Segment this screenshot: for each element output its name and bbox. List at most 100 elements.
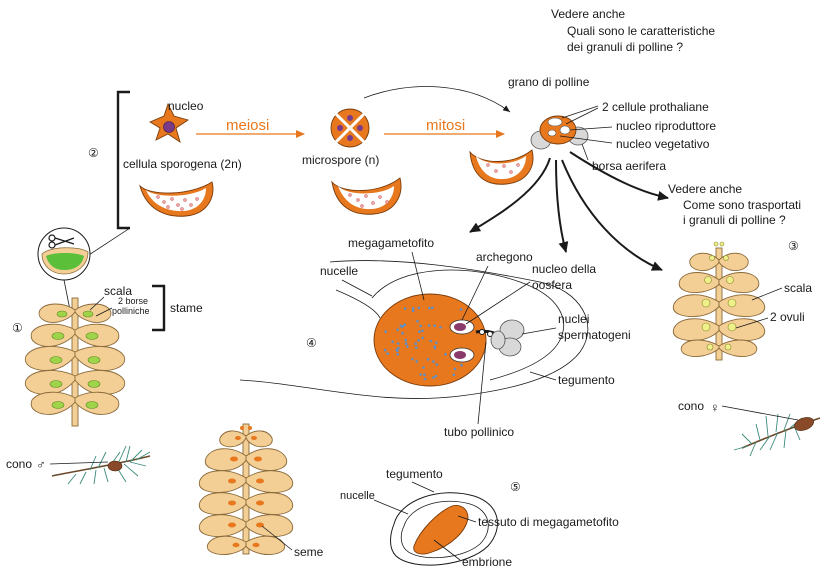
- cytoplasm-dot: [386, 352, 389, 356]
- cytoplasm-dot: [421, 329, 424, 333]
- label-tessuto: tessuto di megagametofito: [478, 515, 619, 529]
- label-megagametofito: megagametofito: [348, 236, 434, 250]
- cytoplasm-dot: [426, 358, 430, 361]
- label-nucelle-seed: nucelle: [340, 490, 375, 502]
- label-stame: stame: [170, 301, 203, 315]
- label-cellule-prothaliane: 2 cellule prothaliane: [602, 100, 709, 114]
- label-archegono: archegono: [476, 250, 533, 264]
- cytoplasm-dot: [396, 353, 399, 356]
- label-mitosi: mitosi: [426, 117, 465, 134]
- see-also-link-2b[interactable]: i granuli di polline ?: [683, 213, 786, 227]
- see-also-heading-2[interactable]: Vedere anche: [668, 182, 742, 196]
- cytoplasm-dot: [429, 339, 433, 343]
- cytoplasm-dot: [435, 363, 439, 366]
- cytoplasm-dot: [460, 363, 463, 367]
- cytoplasm-dot: [411, 357, 414, 361]
- cytoplasm-dot: [403, 307, 407, 310]
- male-cone-twig: [51, 445, 151, 485]
- arrow-to-nucleus: [555, 159, 569, 253]
- ovule-section: [239, 260, 589, 399]
- cytoplasm-dot: [433, 324, 437, 328]
- cytoplasm-dot: [396, 342, 400, 345]
- cytoplasm-dot: [401, 332, 404, 335]
- cytoplasm-dot: [431, 306, 434, 310]
- label-tubo-pollinico: tubo pollinico: [444, 425, 514, 439]
- pollen-sac-3: [469, 149, 534, 185]
- label-nuclei-1: nuclei: [558, 312, 589, 326]
- cytoplasm-dot: [423, 373, 426, 377]
- cytoplasm-dot: [396, 349, 399, 353]
- cytoplasm-dot: [399, 324, 403, 328]
- label-nucleo-oosfera-1: nucleo della: [532, 262, 596, 276]
- cytoplasm-dot: [444, 353, 447, 356]
- cytoplasm-dot: [404, 342, 408, 345]
- cytoplasm-dot: [414, 342, 418, 346]
- pollen-sac-2: [331, 177, 402, 215]
- sporogenous-cell: [149, 102, 190, 144]
- label-nucelle: nucelle: [320, 264, 358, 278]
- cytoplasm-dot: [459, 308, 463, 311]
- label-cono-femminile: cono: [678, 399, 704, 413]
- label-scala-f: scala: [784, 281, 812, 295]
- male-cone-section: [24, 297, 126, 427]
- step-2-label: ②: [88, 146, 99, 160]
- cytoplasm-dot: [415, 360, 419, 363]
- label-ovuli: 2 ovuli: [770, 310, 805, 324]
- arrow-to-transport: [569, 151, 669, 201]
- cytoplasm-dot: [417, 339, 420, 342]
- cytoplasm-dot: [416, 320, 419, 323]
- label-nucleo-riproduttore: nucleo riproduttore: [616, 119, 716, 133]
- bracket-stame: [152, 284, 166, 332]
- scissors-icon: [48, 234, 75, 249]
- label-scala: scala: [104, 284, 132, 298]
- seed-cone-section: [198, 423, 294, 555]
- cytoplasm-dot: [419, 373, 422, 376]
- cytoplasm-dot: [406, 345, 409, 348]
- see-also-link-1a[interactable]: Quali sono le caratteristiche: [567, 24, 715, 38]
- cytoplasm-dot: [404, 338, 408, 342]
- step-3-label: ③: [788, 239, 799, 253]
- pollen-sac-1: [139, 181, 214, 217]
- label-nucleo: nucleo: [168, 99, 204, 113]
- cytoplasm-dot: [432, 376, 435, 379]
- cytoplasm-dot: [397, 346, 400, 350]
- see-also-heading-1[interactable]: Vedere anche: [551, 7, 625, 21]
- cytoplasm-dot: [435, 341, 438, 345]
- female-symbol: ♀: [710, 400, 720, 415]
- cytoplasm-dot: [434, 374, 438, 378]
- label-grano-di-polline: grano di polline: [508, 75, 590, 89]
- seed-section: [390, 492, 498, 566]
- cytoplasm-dot: [383, 348, 387, 352]
- label-tegumento: tegumento: [558, 373, 615, 387]
- curve-arrow-to-pollen: [363, 86, 511, 113]
- label-meiosi: meiosi: [226, 117, 269, 134]
- see-also-link-1b[interactable]: dei granuli di polline ?: [567, 40, 683, 54]
- label-borse-2: polliniche: [112, 306, 150, 316]
- cytoplasm-dot: [422, 366, 425, 369]
- cytoplasm-dot: [439, 326, 442, 329]
- label-cellula-sporogena: cellula sporogena (2n): [123, 157, 242, 171]
- cytoplasm-dot: [428, 306, 431, 310]
- see-also-link-2a[interactable]: Come sono trasportati: [683, 198, 801, 212]
- step-1-label: ①: [12, 321, 23, 335]
- pollen-grain: [530, 115, 589, 150]
- step-4-label: ④: [306, 336, 317, 350]
- cytoplasm-dot: [403, 323, 407, 327]
- label-nucleo-vegetativo: nucleo vegetativo: [616, 137, 710, 151]
- cytoplasm-dot: [452, 373, 456, 377]
- cytoplasm-dot: [419, 324, 422, 328]
- cytoplasm-dot: [433, 345, 437, 349]
- cytoplasm-dot: [411, 309, 415, 313]
- cytoplasm-dot: [423, 377, 427, 381]
- cytoplasm-dot: [396, 328, 399, 332]
- label-cono-maschile: cono: [6, 457, 32, 471]
- cytoplasm-dot: [427, 324, 431, 327]
- cytoplasm-dot: [411, 307, 415, 310]
- label-nucleo-oosfera-2: oosfera: [532, 278, 572, 292]
- male-symbol: ♂: [36, 457, 46, 472]
- label-borse-1: 2 borse: [118, 296, 148, 306]
- label-borsa-aerifera: borsa aerifera: [592, 159, 666, 173]
- label-tegumento-seed: tegumento: [386, 467, 443, 481]
- microspore-tetrad: [330, 108, 370, 148]
